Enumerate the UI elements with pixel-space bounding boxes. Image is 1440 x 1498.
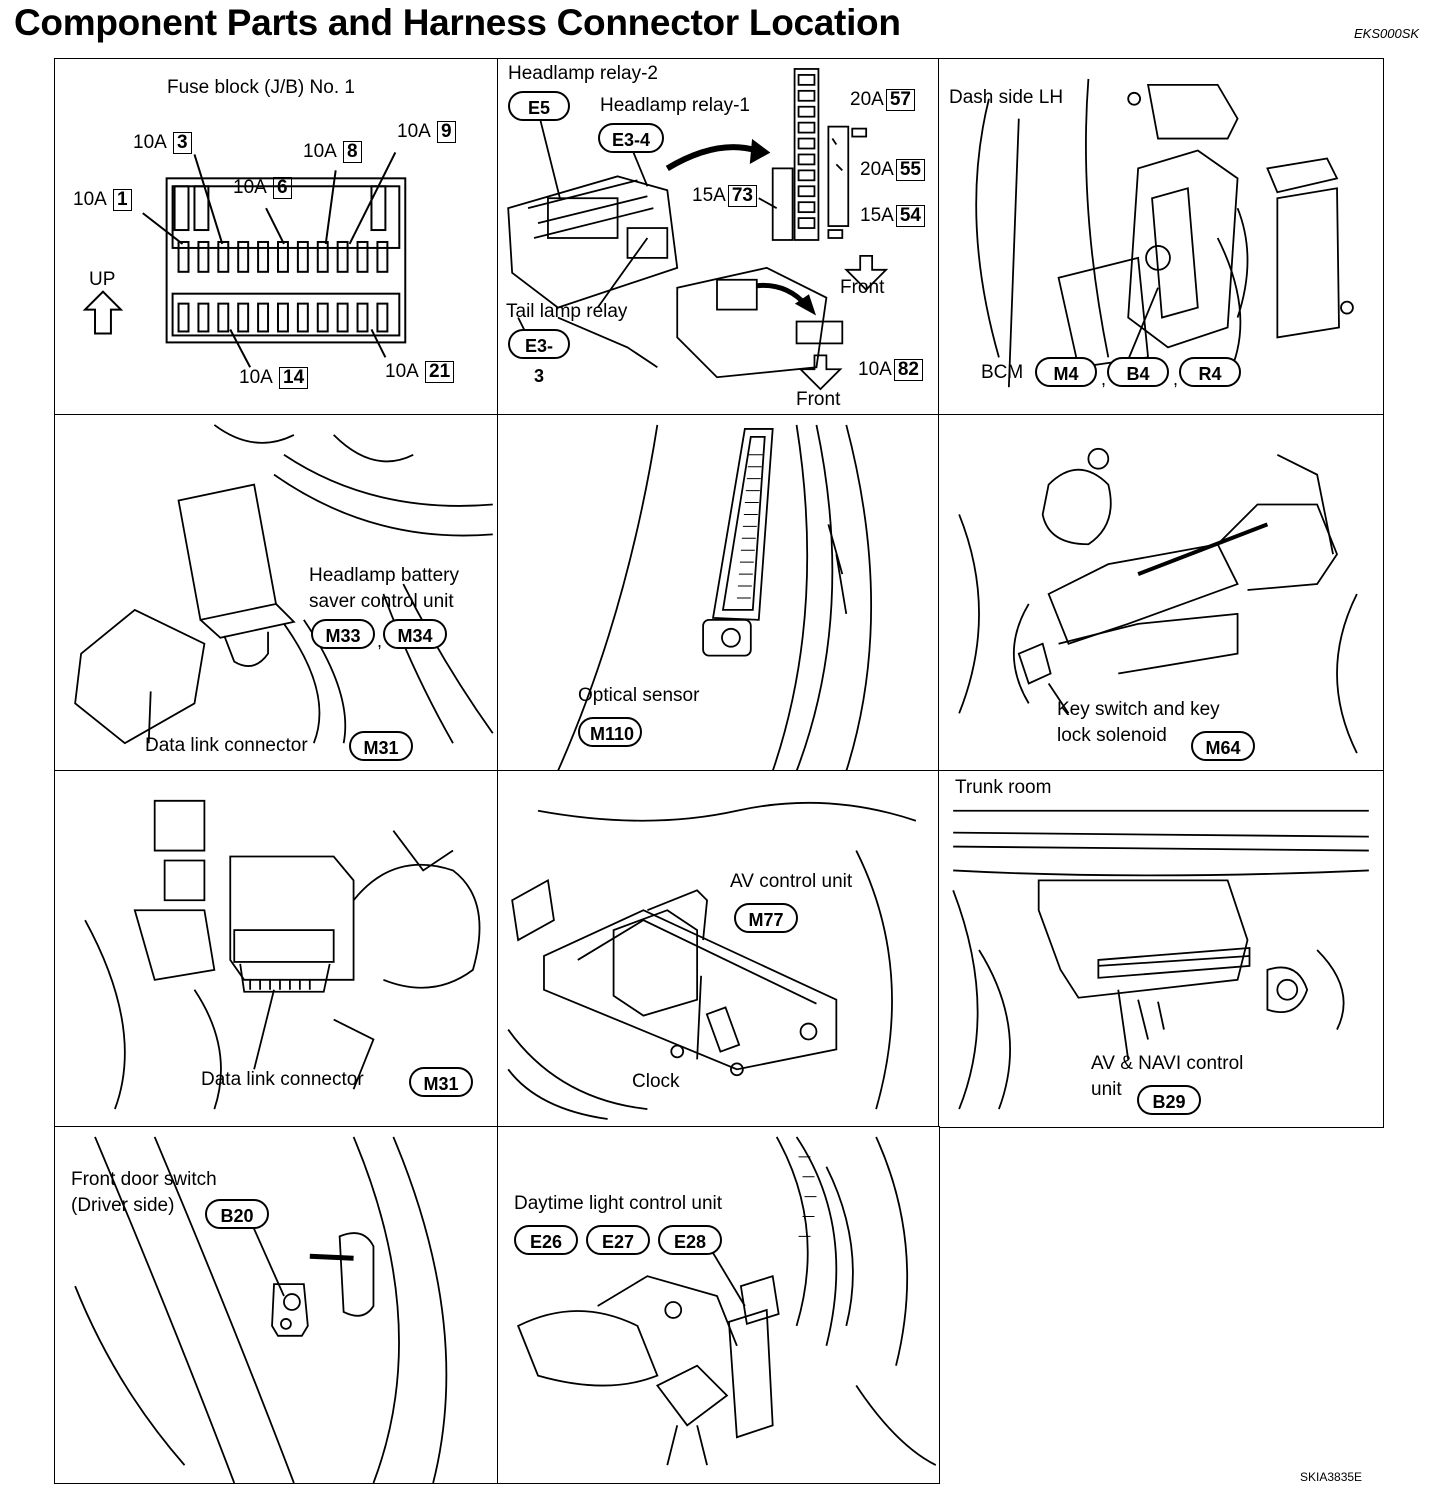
panel-trunk-room: Trunk room AV & NAVI control unit B29 — [938, 770, 1384, 1128]
separator: , — [1173, 369, 1179, 389]
separator: , — [1101, 369, 1107, 389]
data-link-connector-drawing — [84, 799, 481, 1110]
panel-optical-sensor: Optical sensor M110 — [497, 414, 940, 772]
door-switch-label-line-1: Front door switch — [71, 1169, 217, 1190]
connector-r4: R4 — [1179, 357, 1241, 387]
connector-e3-4: E3-4 — [598, 123, 664, 153]
fuse-label-9: 10A 9 — [397, 121, 456, 143]
daytime-light-drawing — [516, 1136, 937, 1466]
headlamp-relay-2-label: Headlamp relay-2 — [508, 63, 658, 84]
front-label-1: Front — [840, 277, 885, 298]
clock-label: Clock — [632, 1071, 680, 1092]
connector-e3-3: E3-3 — [508, 329, 570, 386]
av-control-unit-drawing — [507, 801, 917, 1120]
dlc-label-2: Data link connector — [201, 1069, 364, 1090]
av-control-unit-label: AV control unit — [730, 871, 853, 892]
key-switch-label-line-1: Key switch and key — [1057, 699, 1220, 720]
panel-relays: Headlamp relay-2 E5 Headlamp relay-1 E3-… — [497, 58, 940, 416]
connector-b29: B29 — [1137, 1085, 1201, 1115]
panel-key-switch: Key switch and key lock solenoid M64 — [938, 414, 1384, 772]
connector-m4: M4 — [1035, 357, 1097, 387]
fuse-block-title: Fuse block (J/B) No. 1 — [167, 77, 355, 98]
av-navi-label-line-2: unit — [1091, 1079, 1122, 1100]
connector-m33: M33 — [311, 619, 375, 649]
fuse-label-3: 10A 3 — [133, 132, 192, 154]
fuse-label-14: 10A 14 — [239, 367, 309, 389]
connector-b20: B20 — [205, 1199, 269, 1229]
figure-code: SKIA3835E — [1300, 1470, 1363, 1484]
panel-data-link-connector: Data link connector M31 — [54, 770, 499, 1128]
connector-m77: M77 — [734, 903, 798, 933]
panel-fuse-block: Fuse block (J/B) No. 1 UP 10A 1 10A 3 10… — [54, 58, 499, 416]
connector-m31-a: M31 — [349, 731, 413, 761]
fuse-label-1: 10A 1 — [73, 189, 132, 211]
connector-e27: E27 — [586, 1225, 650, 1255]
dash-side-lh-title: Dash side LH — [949, 87, 1064, 108]
optical-sensor-label: Optical sensor — [578, 685, 700, 706]
up-label: UP — [89, 269, 116, 290]
optical-sensor-drawing — [557, 424, 872, 771]
dlc-label: Data link connector — [145, 735, 308, 756]
connector-b4: B4 — [1107, 357, 1169, 387]
fuse-label-8: 10A 8 — [303, 141, 362, 163]
key-switch-drawing — [958, 447, 1358, 754]
page-title: Component Parts and Harness Connector Lo… — [14, 2, 901, 43]
connector-e28: E28 — [658, 1225, 722, 1255]
panel-av-control-unit: AV control unit M77 Clock — [497, 770, 940, 1128]
saver-label-line-2: saver control unit — [309, 591, 454, 612]
fuse-label-21: 10A 21 — [385, 361, 455, 383]
connector-e26: E26 — [514, 1225, 578, 1255]
connector-m31-b: M31 — [409, 1067, 473, 1097]
panel-battery-saver: Headlamp battery saver control unit M33 … — [54, 414, 499, 772]
panel-daytime-light-control-unit: Daytime light control unit E26 E27 E28 — [497, 1126, 940, 1484]
connector-m34: M34 — [383, 619, 447, 649]
fuse-label-6: 10A 6 — [233, 177, 292, 199]
connector-m64: M64 — [1191, 731, 1255, 761]
battery-saver-drawing — [74, 424, 494, 745]
door-switch-label-line-2: (Driver side) — [71, 1195, 175, 1216]
headlamp-relay-1-label: Headlamp relay-1 — [600, 95, 750, 116]
panel-bcm: Dash side LH BCM M4 , B4 , R4 — [938, 58, 1384, 416]
trunk-room-title: Trunk room — [955, 777, 1052, 798]
trunk-room-drawing — [952, 809, 1369, 1110]
key-switch-label-line-2: lock solenoid — [1057, 725, 1167, 746]
relay-drawing — [507, 68, 889, 391]
bcm-label: BCM — [981, 362, 1024, 383]
connector-e5: E5 — [508, 91, 570, 121]
tail-lamp-relay-label: Tail lamp relay — [506, 301, 628, 322]
document-code: EKS000SK — [1354, 26, 1420, 41]
saver-label-line-1: Headlamp battery — [309, 565, 459, 586]
panel-front-door-switch: Front door switch (Driver side) B20 — [54, 1126, 499, 1484]
daytime-light-label: Daytime light control unit — [514, 1193, 723, 1214]
front-label-2: Front — [796, 389, 841, 410]
separator: , — [377, 631, 383, 651]
connector-m110: M110 — [578, 717, 642, 747]
fuse-block-drawing — [82, 152, 407, 368]
av-navi-label-line-1: AV & NAVI control — [1091, 1053, 1244, 1074]
